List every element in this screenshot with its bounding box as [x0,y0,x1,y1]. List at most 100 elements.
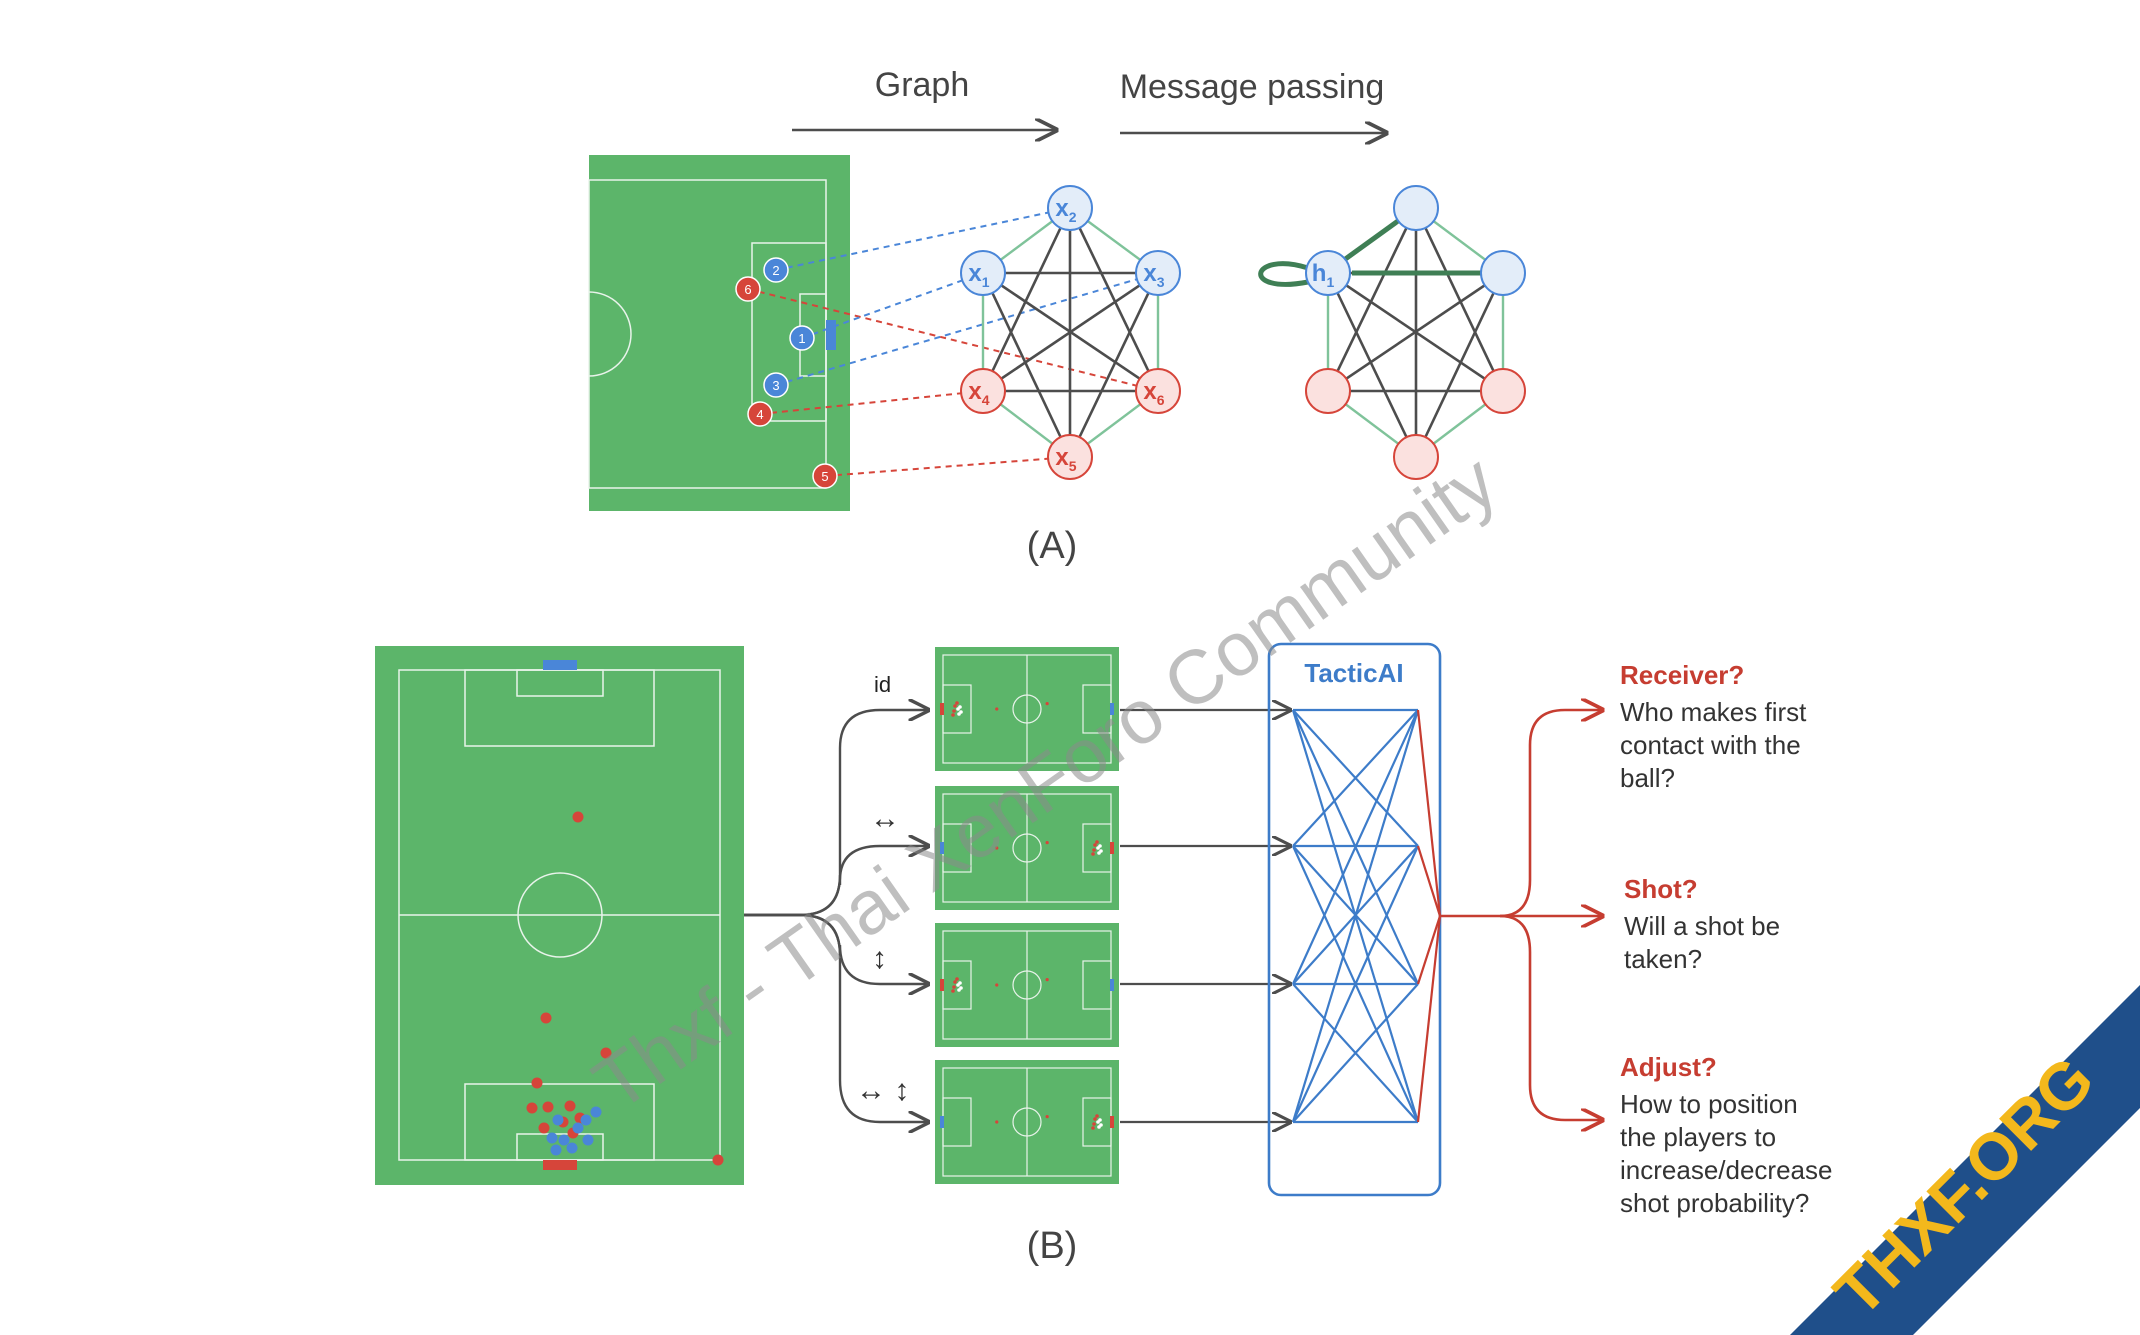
pitch-player-label: 1 [798,331,805,346]
mp-node [1393,185,1439,231]
self-loop-edge [1258,261,1309,287]
pitch-players: 2 6 1 34 5 [735,257,838,489]
mp-node [1305,368,1351,414]
output-adjust-title: Adjust? [1620,1052,1717,1082]
mp-node [1480,250,1526,296]
player-dot-attack [580,1114,592,1126]
corner-banner-text: THXF.ORG [1820,1042,2108,1330]
player-dot-attack [546,1132,558,1144]
aggregation-edge [1416,915,1442,985]
pitch-player-5: 5 [812,463,838,489]
transform-identity: id [874,672,891,697]
pitch-player-label: 3 [772,378,779,393]
player-dot-attack [582,1134,594,1146]
mp-edge [1327,271,1504,393]
output-receiver: Receiver? Who makes first contact with t… [1620,660,1807,793]
graph-node-x1: x1 [960,250,1006,296]
output-receiver-line-2: contact with the [1620,730,1801,760]
graph-edge [981,207,1072,392]
player-dot-defend [531,1077,543,1089]
augmented-view-3 [935,923,1119,1047]
mp-node [1305,250,1351,296]
transform-horizontal: ↔ [870,802,900,835]
network-edge [1292,983,1419,1123]
player-dot-defend [712,1154,724,1166]
player-dot-attack [558,1134,570,1146]
output-shot-title: Shot? [1624,874,1698,904]
full-pitch-players [526,811,724,1166]
network-edge [1292,709,1419,847]
player-dot-defend [540,1012,552,1024]
player-dot-defend [526,1102,538,1114]
output-adjust-line-3: increase/decrease [1620,1155,1832,1185]
view-to-model-arrows [1120,710,1290,1122]
mp-edge [1414,207,1505,392]
pitch-player-3: 3 [763,372,789,398]
pitch-player-1: 1 [789,325,815,351]
output-adjust-line-2: the players to [1620,1122,1776,1152]
player-dot-defend [538,1122,550,1134]
output-receiver-line-1: Who makes first [1620,697,1807,727]
graph-edge [1068,207,1160,392]
mp-edge [1414,272,1505,458]
transform-vertical: ↕ [872,942,887,975]
graph-node-x3: x3 [1135,250,1181,296]
output-receiver-line-3: ball? [1620,763,1675,793]
output-adjust-line-1: How to position [1620,1089,1798,1119]
message-passing-arrow: Message passing [1120,68,1386,133]
player-dot-defend [564,1100,576,1112]
aggregation-edge [1416,915,1442,1123]
augmentation-branches: id ↔ ↕ ↔ ↕ [744,672,928,1122]
augmented-view-1 [935,647,1119,771]
full-pitch [375,646,744,1185]
graph-edge [1068,272,1160,458]
caption-b: (B) [1027,1225,1078,1267]
player-dot-attack [566,1142,578,1154]
pitch-player-4: 4 [747,401,773,427]
correspondence-line [824,456,1071,477]
output-branches [1440,710,1602,1120]
network-edge [1291,845,1420,1123]
player-dot-attack [552,1114,564,1126]
graph-node-x6: x6 [1135,368,1181,414]
mp-node [1480,368,1526,414]
correspondence-line [747,288,1159,392]
correspondence-lines [747,207,1159,477]
graph-node-x5: x5 [1047,434,1093,480]
network-edge [1291,709,1420,1123]
corner-banner: THXF.ORG [1790,985,2140,1335]
aggregation-edge [1416,709,1442,917]
graph-arrow-label: Graph [875,66,970,104]
augmented-views [935,647,1119,1184]
pitch-player-label: 5 [821,469,828,484]
tacticai-network [1291,708,1442,1124]
correspondence-line [775,272,1159,386]
output-shot: Shot? Will a shot be taken? [1624,874,1780,974]
pitch-player-label: 6 [744,282,751,297]
tacticai-model: TacticAI [1267,642,1442,1197]
message-passing-graph: h1 [1258,185,1526,480]
mp-edge [1326,207,1418,392]
pitch-player-label: 4 [756,407,763,422]
mp-node [1393,434,1439,480]
caption-a: (A) [1027,525,1078,567]
player-dot-attack [590,1106,602,1118]
augmented-view-4 [935,1060,1119,1184]
player-dot-defend [572,811,584,823]
graph-node-x2: x2 [1047,185,1093,231]
output-adjust: Adjust? How to position the players to i… [1620,1052,1832,1218]
aggregation-edge [1416,845,1442,917]
pitch-player-label: 2 [772,263,779,278]
transform-both: ↔ ↕ [856,1074,909,1107]
pitch-player-6: 6 [735,276,761,302]
output-shot-line-1: Will a shot be [1624,911,1780,941]
player-dot-attack [572,1122,584,1134]
graph-edge [981,272,1072,458]
player-dot-defend [542,1101,554,1113]
goal-bottom [543,1160,577,1170]
output-adjust-line-4: shot probability? [1620,1188,1809,1218]
mp-edge [1326,272,1418,458]
